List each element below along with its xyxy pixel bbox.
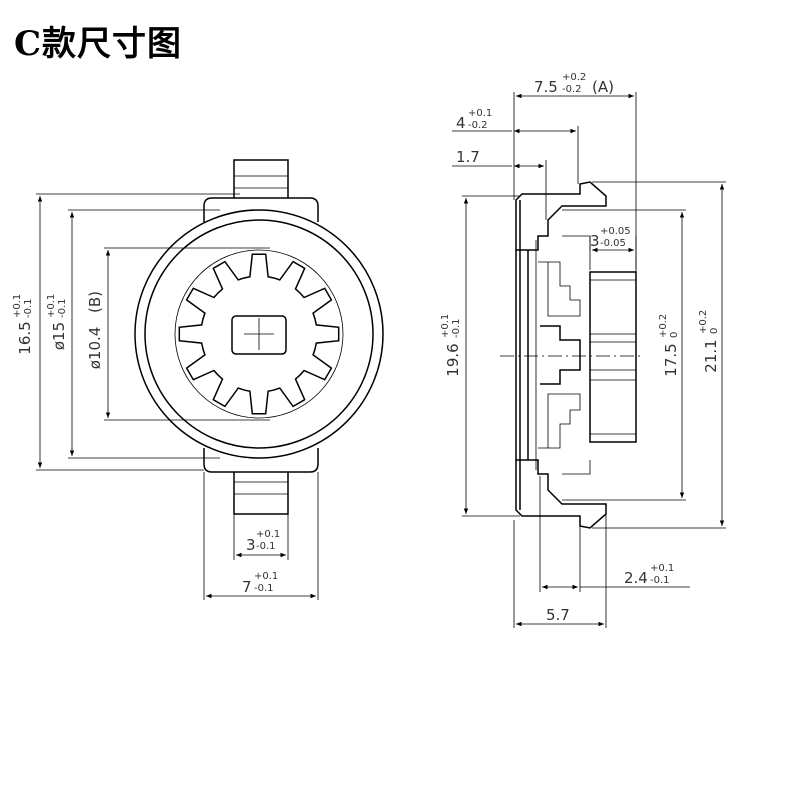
svg-text:-0.2: -0.2	[562, 84, 582, 95]
svg-text:+0.2: +0.2	[562, 72, 586, 83]
svg-text:-0.1: -0.1	[57, 298, 68, 318]
dim-outer-diameter-15: ø15 +0.1 -0.1	[46, 294, 68, 350]
svg-text:-0.1: -0.1	[256, 541, 276, 552]
dim-tab-width-3: 3 +0.1 -0.1	[246, 529, 280, 554]
dim-3: 3 +0.05 -0.05	[590, 226, 631, 250]
svg-text:17.5: 17.5	[662, 343, 680, 376]
svg-text:(B): (B)	[86, 291, 104, 313]
gear-outline	[178, 253, 340, 415]
dim-gear-diameter-10-4: ø10.4 (B)	[86, 291, 104, 369]
bottom-clip-profile	[515, 459, 607, 529]
inner-ring	[144, 219, 374, 449]
svg-text:-0.2: -0.2	[468, 120, 488, 131]
top-tab-outline	[233, 159, 289, 198]
svg-text:16.5: 16.5	[16, 321, 34, 354]
svg-text:21.1: 21.1	[702, 339, 720, 372]
svg-text:+0.2: +0.2	[658, 314, 669, 338]
base-outline	[203, 197, 319, 473]
dim-height-16-5: 16.5 +0.1 -0.1	[12, 294, 34, 355]
svg-text:2.4: 2.4	[624, 569, 648, 587]
svg-text:-0.1: -0.1	[23, 298, 34, 318]
svg-text:-0.1: -0.1	[650, 575, 670, 586]
svg-text:0: 0	[709, 328, 720, 334]
svg-text:+0.2: +0.2	[698, 310, 709, 334]
svg-text:+0.1: +0.1	[254, 571, 278, 582]
svg-text:+0.1: +0.1	[468, 108, 492, 119]
dim-17-5: 17.5 +0.2 0	[658, 314, 680, 377]
bottom-tab-outline	[233, 472, 289, 515]
svg-text:+0.1: +0.1	[650, 563, 674, 574]
svg-text:+0.05: +0.05	[600, 226, 631, 237]
svg-text:-0.1: -0.1	[451, 318, 462, 338]
svg-text:19.6: 19.6	[444, 343, 462, 376]
svg-text:4: 4	[456, 114, 466, 132]
side-view: 7.5 +0.2 -0.2 (A) 4 +0.1 -0.2 1.7 3 +0.0…	[440, 72, 726, 628]
svg-text:+0.1: +0.1	[256, 529, 280, 540]
front-view: 16.5 +0.1 -0.1 ø15 +0.1 -0.1 ø10.4 (B) 3…	[12, 159, 384, 600]
svg-text:+0.1: +0.1	[440, 314, 451, 338]
svg-text:3: 3	[590, 232, 600, 250]
page-title: C款尺寸图	[14, 24, 183, 64]
knob-block	[589, 271, 637, 443]
gear-pitch-circle	[174, 249, 344, 419]
svg-text:-0.1: -0.1	[254, 583, 274, 594]
top-clip-profile	[515, 181, 607, 251]
dim-21-1: 21.1 +0.2 0	[698, 310, 720, 373]
svg-text:ø10.4: ø10.4	[86, 327, 104, 370]
svg-text:7.5: 7.5	[534, 78, 558, 96]
dim-total-depth-7-5: 7.5 +0.2 -0.2 (A)	[534, 72, 614, 96]
dim-base-width-7: 7 +0.1 -0.1	[242, 571, 278, 596]
dim-5-7: 5.7	[546, 606, 570, 624]
svg-text:7: 7	[242, 578, 252, 596]
dim-1-7: 1.7	[456, 148, 480, 166]
svg-text:+0.1: +0.1	[46, 294, 57, 318]
dim-4: 4 +0.1 -0.2	[456, 108, 492, 132]
svg-text:3: 3	[246, 536, 256, 554]
svg-text:ø15: ø15	[50, 322, 68, 350]
svg-text:0: 0	[669, 332, 680, 338]
dim-2-4: 2.4 +0.1 -0.1	[624, 563, 674, 587]
svg-text:+0.1: +0.1	[12, 294, 23, 318]
dim-19-6: 19.6 +0.1 -0.1	[440, 314, 462, 377]
shaft-slot	[231, 315, 287, 355]
svg-text:-0.05: -0.05	[600, 238, 626, 249]
outer-ring	[134, 209, 384, 459]
svg-text:(A): (A)	[592, 78, 614, 96]
